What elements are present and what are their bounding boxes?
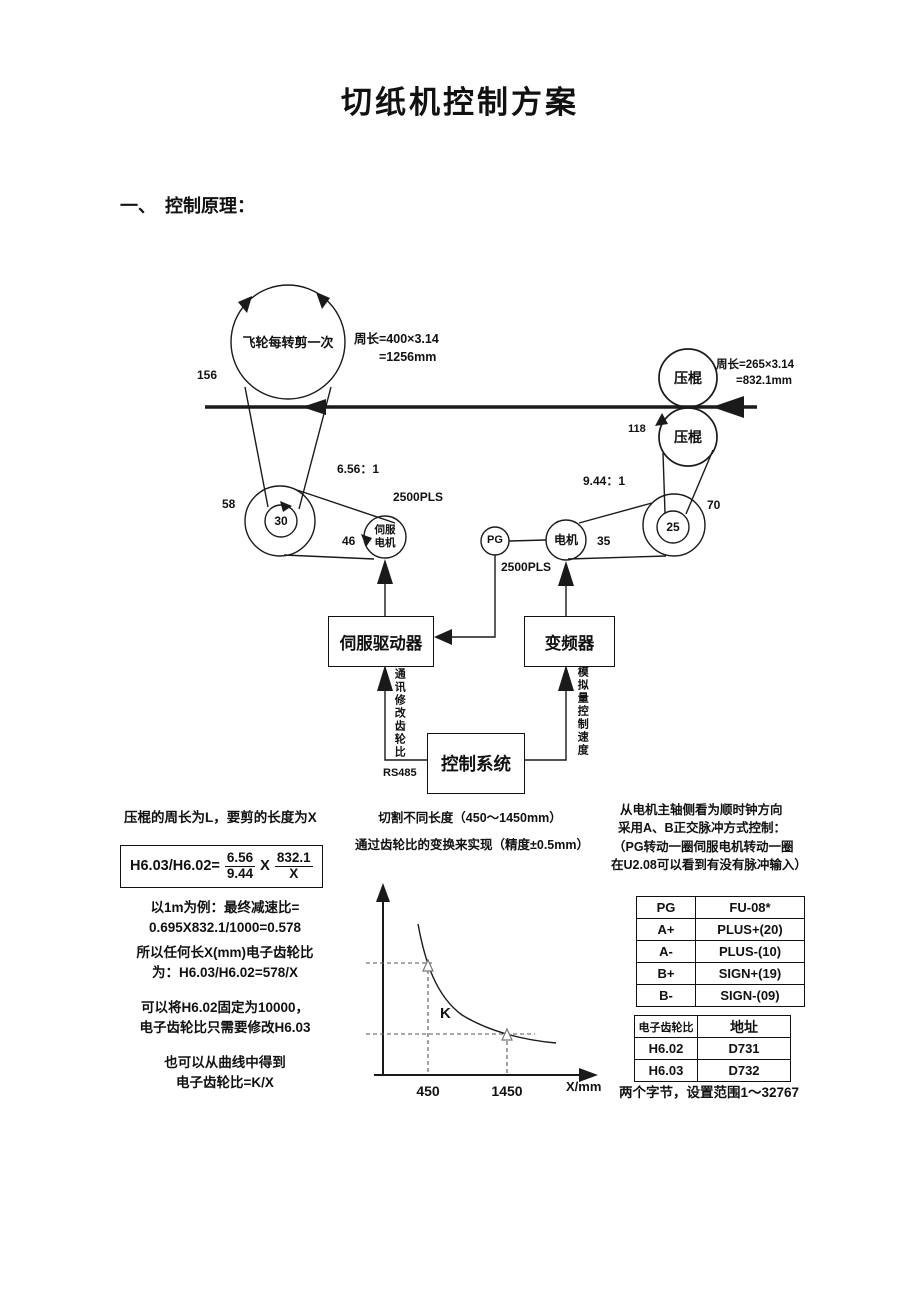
gear-address-table: 电子齿轮比 地址 H6.02 D731 H6.03 D732: [634, 1015, 791, 1082]
left-pulley-inner-teeth: 30: [274, 514, 288, 528]
note-curve-line1: 也可以从曲线中得到: [164, 1055, 286, 1070]
address-cell: D732: [697, 1059, 791, 1082]
note-fixed-line1: 可以将H6.02固定为10000，: [140, 1000, 310, 1015]
left-gear-ratio: 6.56：1: [337, 462, 380, 476]
right-gear-ratio: 9.44：1: [583, 474, 626, 488]
right-pulley-inner-teeth: 25: [666, 520, 680, 534]
signal-cell: A-: [636, 940, 696, 963]
servo-comm-channel-label: 通讯修改齿轮比: [393, 668, 406, 759]
note-example-line2: 0.695X832.1/1000=0.578: [148, 920, 302, 936]
formula-frac1-numerator: 6.56: [224, 850, 256, 867]
table-row: 电子齿轮比 地址: [634, 1015, 791, 1038]
note-curve: 也可以从曲线中得到 电子齿轮比=K/X: [100, 1053, 350, 1094]
param-cell: H6.02: [634, 1037, 698, 1060]
address-header: 地址: [697, 1015, 791, 1038]
x-tick-1450: 1450: [491, 1083, 523, 1099]
right-note-line3: （PG转动一圈伺服电机转动一圈: [613, 840, 794, 854]
note-curve-line2: 电子齿轮比=K/X: [176, 1075, 274, 1091]
table-row: H6.02 D731: [634, 1037, 791, 1060]
inverter-label: 变频器: [544, 634, 595, 653]
table-row: A- PLUS-(10): [636, 940, 805, 963]
gear-change-caption: 通过齿轮比的变换来实现（精度±0.5mm）: [355, 838, 589, 852]
servo-pulley-teeth: 46: [342, 534, 356, 548]
formula-lhs: H6.03/H6.02=: [130, 858, 220, 875]
servo-driver-box: 伺服驱动器: [328, 616, 434, 667]
formula-fraction-length: 832.1 X: [274, 850, 313, 882]
curve-k-label: K: [440, 1005, 451, 1022]
terminal-cell: PLUS-(10): [695, 940, 805, 963]
formula-frac1-denominator: 9.44: [226, 865, 254, 881]
left-pulley-outer-teeth: 58: [222, 497, 236, 511]
signal-cell: A+: [636, 918, 696, 941]
servo-motor-label: 伺服电机: [374, 524, 396, 549]
page-title: 切纸机控制方案: [341, 85, 579, 120]
roller-top-label: 压棍: [674, 370, 702, 386]
section-heading: 一、 控制原理：: [120, 196, 255, 216]
right-note-line1: 从电机主轴侧看为顺时钟方向: [620, 803, 783, 817]
note-any-length-line2: 为：H6.03/H6.02=578/X: [152, 965, 298, 981]
byte-range-note: 两个字节，设置范围1～32767: [619, 1085, 800, 1100]
roller-diameter: 118: [628, 423, 646, 435]
table-row: H6.03 D732: [634, 1059, 791, 1082]
formula-frac2-numerator: 832.1: [274, 850, 313, 867]
servo-driver-label: 伺服驱动器: [339, 634, 423, 653]
flywheel-circumference-line1: 周长=400×3.14: [354, 332, 439, 346]
x-axis-label: X/mm: [566, 1079, 602, 1094]
roller-circumference-line1: 周长=265×3.14: [716, 359, 795, 371]
pg-pls: 2500PLS: [501, 560, 552, 574]
gear-ratio-formula: H6.03/H6.02= 6.56 9.44 X 832.1 X: [120, 845, 323, 888]
signal-cell: B-: [636, 984, 696, 1007]
formula-fraction-ratio: 6.56 9.44: [224, 850, 256, 882]
note-example: 以1m为例：最终减速比= 0.695X832.1/1000=0.578: [100, 898, 350, 939]
pg-wiring-table: PG FU-08* A+ PLUS+(20) A- PLUS-(10) B+ S…: [636, 896, 805, 1007]
terminal-cell: PLUS+(20): [695, 918, 805, 941]
formula-times: X: [260, 858, 270, 875]
flywheel-diameter: 156: [197, 368, 218, 382]
right-note-line4: 在U2.08可以看到有没有脉冲输入）: [611, 858, 807, 872]
note-fixed-line2: 电子齿轮比只需要修改H6.03: [139, 1020, 311, 1036]
roller-circumference-line2: =832.1mm: [736, 375, 792, 387]
terminal-cell: SIGN-(09): [695, 984, 805, 1007]
gear-ratio-header: 电子齿轮比: [634, 1015, 698, 1038]
table-row: B- SIGN-(09): [636, 984, 805, 1007]
motor-label: 电机: [553, 533, 578, 547]
pg-cell: PG: [636, 896, 696, 919]
servo-pls: 2500PLS: [393, 490, 444, 504]
motor-pulley-teeth: 35: [597, 534, 611, 548]
note-roller-length: 压棍的周长为L，要剪的长度为X: [124, 810, 317, 825]
terminal-cell: SIGN+(19): [695, 962, 805, 985]
inverter-analog-channel-label: 模拟量控制速度: [576, 666, 589, 757]
formula-frac2-denominator: X: [289, 865, 299, 881]
table-row: A+ PLUS+(20): [636, 918, 805, 941]
note-example-line1: 以1m为例：最终减速比=: [150, 900, 300, 915]
pg-label: PG: [487, 534, 503, 546]
rs485-label: RS485: [383, 767, 417, 779]
flywheel-circumference-line2: =1256mm: [379, 350, 437, 364]
table-row: PG FU-08*: [636, 896, 805, 919]
roller-bottom-label: 压棍: [674, 429, 702, 445]
signal-cell: B+: [636, 962, 696, 985]
note-any-length-line1: 所以任何长X(mm)电子齿轮比: [136, 945, 314, 960]
right-pulley-outer-teeth: 70: [707, 498, 721, 512]
table-row: B+ SIGN+(19): [636, 962, 805, 985]
note-any-length: 所以任何长X(mm)电子齿轮比 为：H6.03/H6.02=578/X: [100, 943, 350, 984]
cut-length-caption: 切割不同长度（450～1450mm）: [378, 811, 562, 825]
control-system-label: 控制系统: [441, 754, 511, 774]
x-tick-450: 450: [416, 1083, 440, 1099]
flywheel-label: 飞轮每转剪一次: [242, 335, 334, 350]
right-note-line2: 采用A、B正交脉冲方式控制：: [618, 821, 787, 835]
control-system-box: 控制系统: [427, 733, 525, 794]
inverter-box: 变频器: [524, 616, 615, 667]
param-cell: H6.03: [634, 1059, 698, 1082]
pg-terminal-cell: FU-08*: [695, 896, 805, 919]
address-cell: D731: [697, 1037, 791, 1060]
note-fixed-h602: 可以将H6.02固定为10000， 电子齿轮比只需要修改H6.03: [100, 998, 350, 1039]
